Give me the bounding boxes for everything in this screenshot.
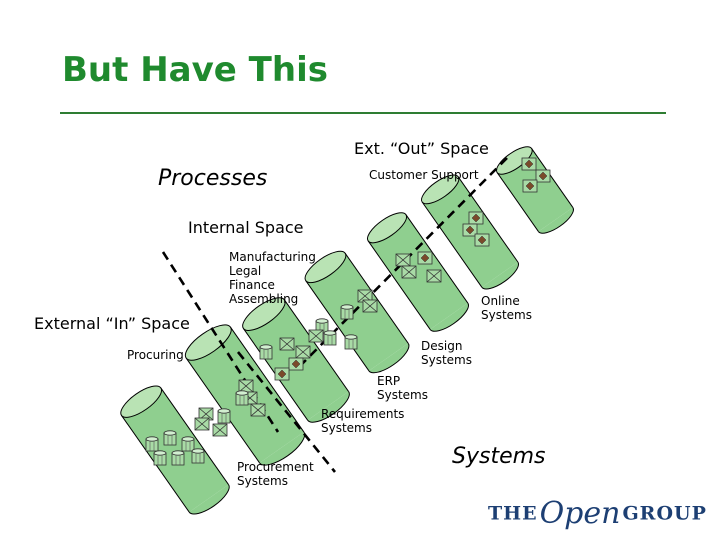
system-module-icon-21	[323, 330, 337, 346]
system-module-icon-35	[191, 448, 205, 464]
customer-support-label: Customer Support	[369, 168, 479, 182]
system-module-icon-29	[212, 423, 228, 437]
system-module-icon-25	[250, 403, 266, 417]
procuring-label: Procuring	[127, 348, 184, 362]
system-module-icon-12	[362, 299, 378, 313]
ext-out-space-label: Ext. “Out” Space	[354, 139, 489, 158]
system-module-icon-3	[522, 179, 538, 193]
system-module-icon-22	[344, 334, 358, 350]
online-systems-label: Online Systems	[481, 294, 532, 322]
in-space-boundary-lower	[236, 351, 337, 473]
ext-space-boundary	[295, 157, 508, 371]
external-in-space-label: External “In” Space	[34, 314, 190, 333]
system-module-icon-20	[259, 344, 273, 360]
erp-systems-label: ERP Systems	[377, 374, 428, 402]
systems-label: Systems	[452, 444, 546, 469]
system-module-icon-4	[468, 211, 484, 225]
manufacturing-legal-finance-assembling-label: Manufacturing Legal Finance Assembling	[229, 250, 316, 306]
system-module-icon-15	[308, 329, 324, 343]
in-space-boundary-upper	[161, 251, 280, 433]
system-module-icon-28	[194, 417, 210, 431]
system-module-icon-30	[217, 408, 231, 424]
system-module-icon-5	[462, 223, 478, 237]
system-module-icon-34	[171, 450, 185, 466]
requirements-systems-label: Requirements Systems	[321, 407, 405, 435]
system-module-icon-7	[395, 253, 411, 267]
page-title: But Have This	[62, 50, 328, 90]
design-systems-label: Design Systems	[421, 339, 472, 367]
system-module-icon-27	[198, 407, 214, 421]
cylinder-5	[367, 212, 469, 332]
system-module-icon-18	[288, 357, 304, 371]
cylinder-4	[304, 250, 410, 374]
system-module-icon-16	[279, 337, 295, 351]
system-module-icon-26	[235, 390, 249, 406]
system-module-icon-31	[145, 436, 159, 452]
system-module-icon-8	[417, 251, 433, 265]
system-module-icon-6	[474, 233, 490, 247]
system-module-icon-9	[401, 265, 417, 279]
system-module-icon-1	[521, 157, 537, 171]
system-module-icon-32	[163, 430, 177, 446]
system-module-icon-23	[238, 379, 254, 393]
system-module-icon-33	[181, 436, 195, 452]
title-divider	[60, 112, 666, 114]
system-module-icon-13	[340, 304, 354, 320]
system-module-icon-19	[274, 367, 290, 381]
system-module-icon-17	[295, 345, 311, 359]
cylinder-1	[120, 385, 230, 515]
system-module-icon-10	[426, 269, 442, 283]
processes-label: Processes	[158, 166, 268, 191]
system-module-icon-36	[153, 450, 167, 466]
internal-space-label: Internal Space	[188, 218, 304, 237]
system-module-icon-14	[315, 318, 329, 334]
procurement-systems-label: Procurement Systems	[237, 460, 314, 488]
system-module-icon-2	[535, 169, 551, 183]
